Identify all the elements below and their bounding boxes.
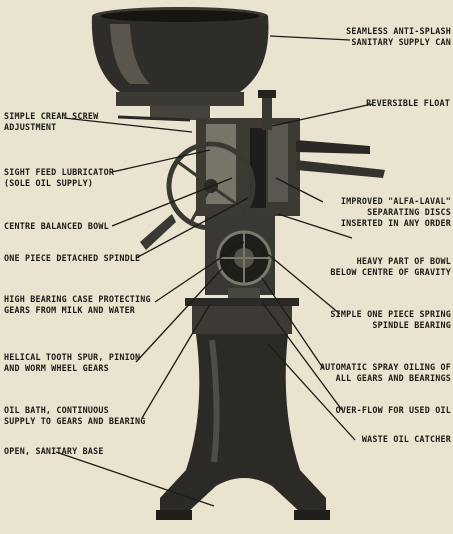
label-bearing-case-line2: GEARS FROM MILK AND WATER <box>4 305 151 316</box>
pedestal-stand <box>156 334 330 520</box>
label-spray-oiling-line1: AUTOMATIC SPRAY OILING OF <box>320 362 451 373</box>
label-separating-discs-line2: SEPARATING DISCS <box>341 207 451 218</box>
label-spray-oiling-line2: ALL GEARS AND BEARINGS <box>320 373 451 384</box>
label-reversible-float: REVERSIBLE FLOAT <box>366 98 450 109</box>
label-heavy-bowl-line1: HEAVY PART OF BOWL <box>330 256 451 267</box>
label-helical-gears-line2: AND WORM WHEEL GEARS <box>4 363 140 374</box>
label-supply-can: SEAMLESS ANTI-SPLASH SANITARY SUPPLY CAN <box>341 26 451 48</box>
gear-housing <box>205 215 275 310</box>
label-spring-bearing: SIMPLE ONE PIECE SPRING SPINDLE BEARING <box>330 309 451 331</box>
label-lubricator-line1: SIGHT FEED LUBRICATOR <box>4 167 114 178</box>
label-bearing-case-line1: HIGH BEARING CASE PROTECTING <box>4 294 151 305</box>
label-oil-bath: OIL BATH, CONTINUOUS SUPPLY TO GEARS AND… <box>4 405 146 427</box>
label-separating-discs-line1: IMPROVED "ALFA-LAVAL" <box>341 196 451 207</box>
label-spring-bearing-line2: SPINDLE BEARING <box>330 320 451 331</box>
label-helical-gears: HELICAL TOOTH SPUR, PINION AND WORM WHEE… <box>4 352 140 374</box>
label-supply-can-line2: SANITARY SUPPLY CAN <box>341 37 451 48</box>
supply-can <box>92 7 269 120</box>
label-separating-discs: IMPROVED "ALFA-LAVAL" SEPARATING DISCS I… <box>341 196 451 229</box>
label-bearing-case: HIGH BEARING CASE PROTECTING GEARS FROM … <box>4 294 151 316</box>
label-cream-screw: SIMPLE CREAM SCREW ADJUSTMENT <box>4 111 98 133</box>
label-centre-bowl: CENTRE BALANCED BOWL <box>4 221 109 232</box>
label-waste-oil: WASTE OIL CATCHER <box>362 434 451 445</box>
label-lubricator: SIGHT FEED LUBRICATOR (SOLE OIL SUPPLY) <box>4 167 114 189</box>
label-cream-screw-line2: ADJUSTMENT <box>4 122 98 133</box>
label-oil-bath-line2: SUPPLY TO GEARS AND BEARING <box>4 416 146 427</box>
label-heavy-bowl-line2: BELOW CENTRE OF GRAVITY <box>330 267 451 278</box>
bearing-plate <box>185 298 299 306</box>
label-sanitary-base: OPEN, SANITARY BASE <box>4 446 104 457</box>
label-spray-oiling: AUTOMATIC SPRAY OILING OF ALL GEARS AND … <box>320 362 451 384</box>
label-supply-can-line1: SEAMLESS ANTI-SPLASH <box>341 26 451 37</box>
label-cream-screw-line1: SIMPLE CREAM SCREW <box>4 111 98 122</box>
label-lubricator-line2: (SOLE OIL SUPPLY) <box>4 178 114 189</box>
cream-spout <box>296 140 370 154</box>
label-heavy-bowl: HEAVY PART OF BOWL BELOW CENTRE OF GRAVI… <box>330 256 451 278</box>
skim-spout <box>296 160 385 178</box>
label-spindle: ONE PIECE DETACHED SPINDLE <box>4 253 140 264</box>
label-separating-discs-line3: INSERTED IN ANY ORDER <box>341 218 451 229</box>
label-helical-gears-line1: HELICAL TOOTH SPUR, PINION <box>4 352 140 363</box>
bowl-housing <box>196 90 300 216</box>
label-overflow: OVER-FLOW FOR USED OIL <box>336 405 451 416</box>
label-oil-bath-line1: OIL BATH, CONTINUOUS <box>4 405 146 416</box>
label-spring-bearing-line1: SIMPLE ONE PIECE SPRING <box>330 309 451 320</box>
